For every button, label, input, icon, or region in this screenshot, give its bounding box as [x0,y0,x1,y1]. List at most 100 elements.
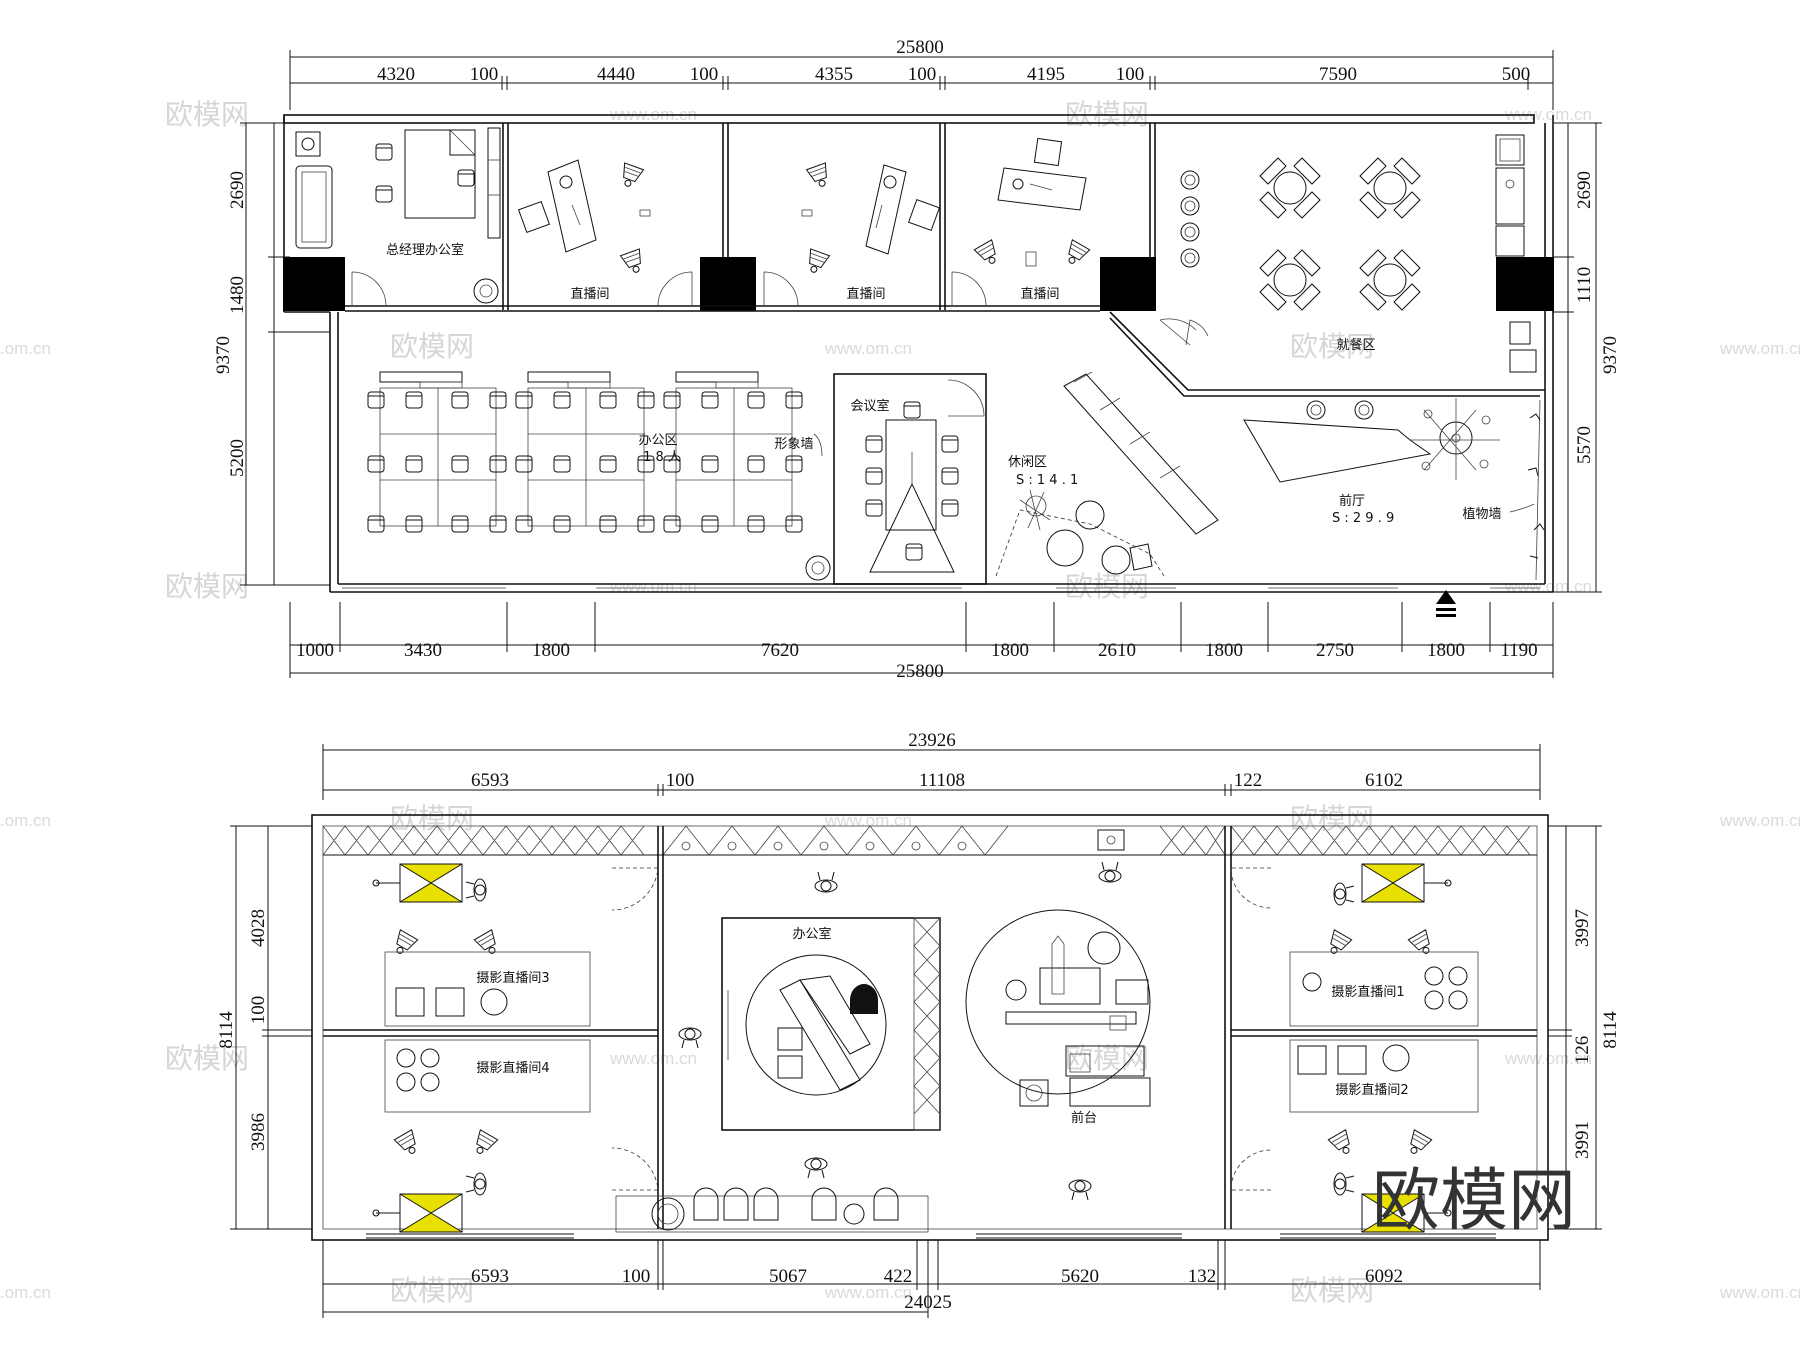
room-label-office-area: 办公区 [638,433,677,448]
label-image-wall: 形象墙 [774,437,813,452]
bottom-plan-top-ticks [322,784,1541,796]
room-label-office: 办公室 [792,926,831,942]
dimension-label: 2690 [227,171,248,209]
dimension-label: 3991 [1572,1121,1593,1159]
dimension-label: 3997 [1572,909,1593,947]
watermark-url: .om.cn [0,339,51,358]
watermark-url: www.om.cn [824,1283,912,1302]
room-label-studio: 摄影直播间4 [476,1061,549,1076]
center-office [678,917,941,1131]
watermark-url: .om.cn [0,1283,51,1302]
watermark-url: www.om.cn [1719,339,1800,358]
watermark-text: 欧模网 [1290,802,1374,835]
dimension-label: 3430 [404,640,442,661]
lobby-furniture [1243,398,1545,617]
room-label-studio: 摄影直播间1 [1331,985,1404,1000]
room-label-live-room: 直播间 [846,287,885,302]
top-floor-plan: 25800 4320 100 4440 100 4355 100 4195 10… [213,37,1621,682]
dimension-label: 5570 [1574,426,1595,464]
watermark-url: www.om.cn [1719,1283,1800,1302]
watermark-url: www.om.cn [1504,577,1592,596]
reception-area [965,861,1151,1201]
overall-dimension-top: 25800 [896,37,944,58]
bottom-floor-plan: 23926 6593 100 11108 122 6102 [216,730,1621,1318]
watermark-text: 欧模网 [165,570,249,603]
dimension-label: 1000 [296,640,334,661]
dimension-label: 126 [1572,1036,1593,1065]
dimension-label: 1800 [1205,640,1243,661]
watermark-text: 欧模网 [165,1042,249,1075]
dimension-label: 4355 [815,64,853,85]
dimension-label: 100 [248,996,269,1025]
structural-column [700,257,756,311]
dimension-label: 1800 [532,640,570,661]
overall-dimension-bottom: 25800 [896,661,944,682]
dimension-label: 6593 [471,1266,509,1287]
lounge-area: S : 1 4 . 1 [1016,473,1078,488]
office-workstations [367,371,831,581]
structural-column [283,257,345,311]
room-label-studio: 摄影直播间3 [476,971,549,986]
watermark-text: 欧模网 [165,98,249,131]
overall-dimension-top: 23926 [908,730,956,751]
gm-office-furniture [295,127,501,304]
room-label-gm-office: 总经理办公室 [386,242,464,258]
dimension-label: 6593 [471,770,509,791]
dimension-label: 1480 [227,276,248,314]
watermark-text: 欧模网 [390,802,474,835]
dimension-label: 11108 [919,770,965,791]
studio-2-furniture [1289,1039,1479,1233]
bottom-dimension-ticks [289,602,1554,678]
dimension-label: 100 [470,64,499,85]
watermark-text: 欧模网 [1065,1042,1149,1075]
dimension-label: 8114 [216,1011,237,1049]
dimension-label: 7590 [1319,64,1357,85]
room-label-lounge: 休闲区 [1008,455,1047,470]
dimension-label: 5620 [1061,1266,1099,1287]
dimension-label: 500 [1502,64,1531,85]
dimension-label: 422 [884,1266,913,1287]
watermark-text: 欧模网 [1290,1274,1374,1307]
dimension-label: 2690 [1574,171,1595,209]
dimension-label: 8114 [1600,1011,1621,1049]
bottom-plan-bottom-ticks [322,1240,1541,1318]
dimension-label: 4320 [377,64,415,85]
structural-column [1496,257,1554,311]
room-label-dining: 就餐区 [1336,337,1375,353]
dimension-label: 3986 [248,1113,269,1151]
dimension-label: 132 [1188,1266,1217,1287]
dimension-label: 6102 [1365,770,1403,791]
cross-hatch-band [322,825,1531,856]
dimension-label: 9370 [1600,336,1621,374]
studio-4-furniture [372,1039,591,1233]
meeting-room [833,373,987,585]
room-label-live-room: 直播间 [570,287,609,302]
dimension-label: 4440 [597,64,635,85]
dimension-label: 100 [1116,64,1145,85]
live-room-3-furniture [973,137,1091,269]
watermark-url: www.om.cn [824,811,912,830]
dimension-label: 100 [908,64,937,85]
studio-1-furniture [1289,863,1479,1027]
room-label-reception: 前台 [1071,1110,1097,1126]
watermark-url: www.om.cn [1504,105,1592,124]
dimension-label: 2610 [1098,640,1136,661]
brand-logo-text: 欧模网 [1372,1162,1576,1241]
watermark-text: 欧模网 [1065,570,1149,603]
dimension-label: 6092 [1365,1266,1403,1287]
room-label-studio: 摄影直播间2 [1335,1083,1408,1098]
dimension-label: 7620 [761,640,799,661]
watermark-text: 欧模网 [390,330,474,363]
top-dimension-ticks [289,76,1554,90]
watermark-url: www.om.cn [824,339,912,358]
watermark-url: .om.cn [0,811,51,830]
watermark-url: www.om.cn [1719,811,1800,830]
dimension-label: 1110 [1574,267,1595,304]
watermark-url: www.om.cn [609,577,697,596]
overall-dimension-bottom: 24025 [904,1292,952,1313]
dimension-label: 100 [690,64,719,85]
structural-column [1100,257,1156,311]
live-room-1-furniture [517,159,651,277]
dimension-label: 9370 [213,336,234,374]
